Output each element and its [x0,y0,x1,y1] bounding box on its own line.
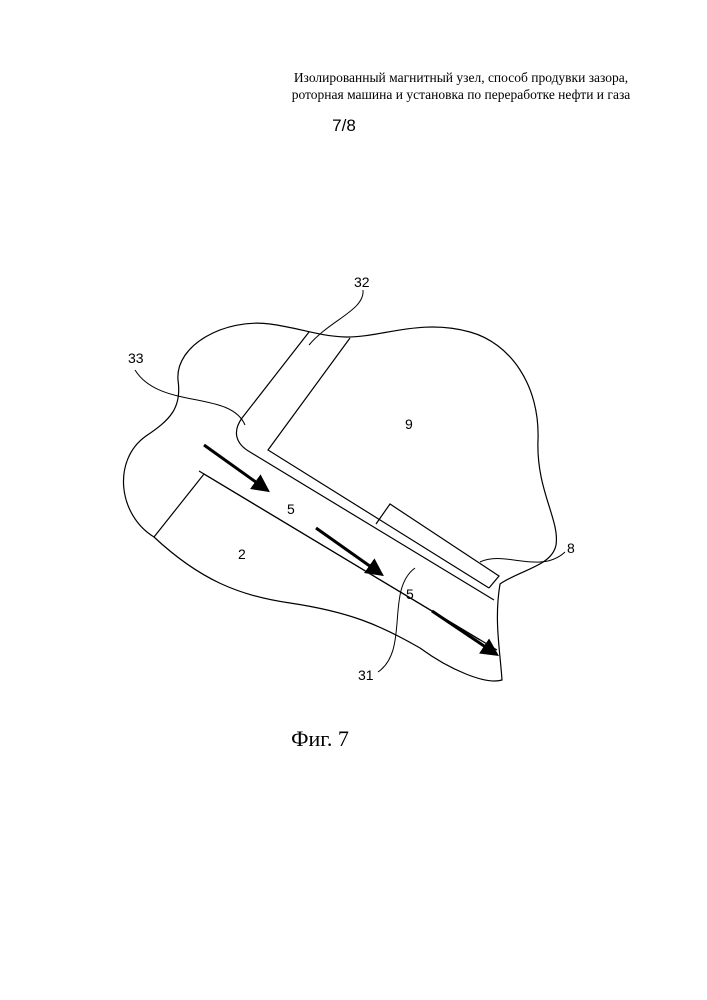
label-31: 31 [358,667,374,683]
label-9: 9 [405,416,413,432]
leader-line-33 [135,370,245,425]
flow-arrow-3 [432,611,496,654]
label-32: 32 [354,274,370,290]
channel-33-inner-wall [268,338,489,588]
label-8: 8 [567,540,575,556]
flow-arrow-2 [316,528,381,574]
label-5-lower: 5 [406,586,414,602]
flow-arrow-1 [204,445,267,490]
figure-caption: Фиг. 7 [250,726,390,752]
leader-line-31 [378,568,415,672]
label-2: 2 [238,546,246,562]
element-8-block [376,504,499,588]
label-33: 33 [128,350,144,366]
channel-33-outer-wall [236,332,494,600]
label-5-upper: 5 [287,501,295,517]
region-2-edge [154,474,497,650]
outer-break-boundary [123,323,556,681]
